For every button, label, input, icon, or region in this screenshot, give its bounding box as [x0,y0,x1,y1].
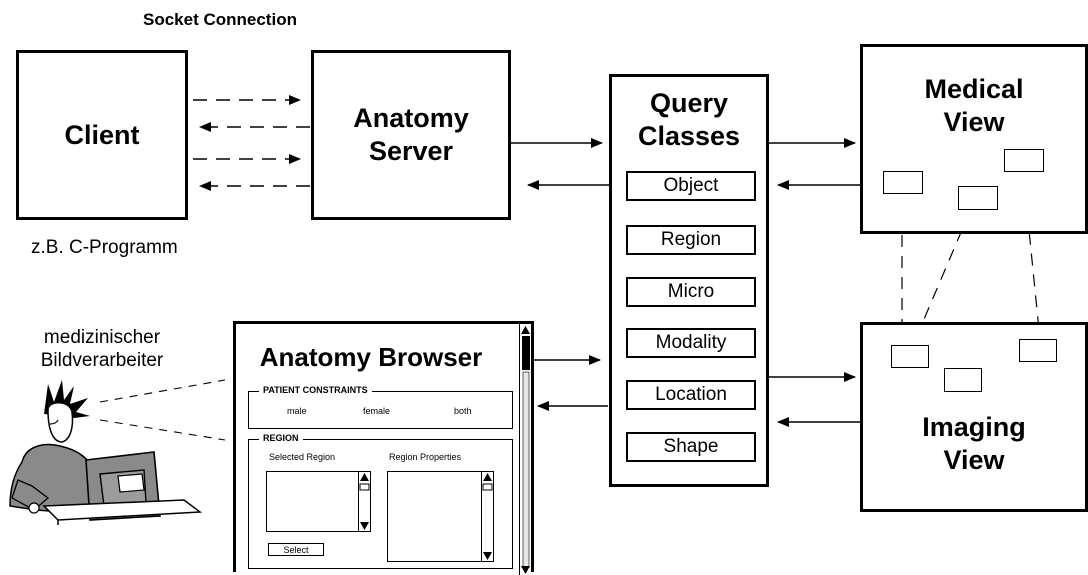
imaging-marker-3[interactable] [1019,339,1057,362]
medical-marker-3[interactable] [1004,149,1044,172]
anatomy-browser-window: Anatomy Browser PATIENT CONSTRAINTS male… [233,321,534,575]
user-label-line1: medizinischer [43,327,161,348]
client-box[interactable]: Client [16,50,188,220]
user-label-line2: Bildverarbeiter [40,350,164,371]
server-title-line2: Server [368,136,454,166]
query-item-shape[interactable]: Shape [626,432,756,462]
patient-constraints-group: PATIENT CONSTRAINTS male female both [248,385,513,429]
sight-line-1 [99,379,226,403]
region-properties-scrollbar[interactable] [481,472,493,561]
client-title: Client [64,119,140,150]
socket-connection-label: Socket Connection [143,10,297,29]
medical-title-line1: Medical [924,74,1024,104]
browser-scrollbar[interactable] [519,324,531,575]
imaging-marker-2[interactable] [944,368,982,392]
query-title-line2: Classes [637,121,741,151]
query-item-modality[interactable]: Modality [626,328,756,358]
medical-marker-2[interactable] [958,186,998,210]
selected-region-label: Selected Region [269,452,336,462]
query-item-object[interactable]: Object [626,171,756,201]
server-title-line1: Anatomy [353,103,469,133]
sight-line-2 [99,419,226,441]
query-item-micro[interactable]: Micro [626,277,756,307]
patient-constraints-label: PATIENT CONSTRAINTS [259,385,372,395]
medical-title-line2: View [943,107,1005,137]
query-title-line1: Query [649,88,729,118]
query-item-region[interactable]: Region [626,225,756,255]
option-female[interactable]: female [363,406,391,416]
region-properties-list[interactable] [387,471,494,562]
region-group: REGION Selected Region Region Properties [248,433,513,569]
client-caption: z.B. C-Programm [31,237,178,258]
selected-region-list[interactable] [266,471,371,532]
option-both[interactable]: both [454,406,472,416]
imaging-title-line1: Imaging [922,412,1026,442]
option-male[interactable]: male [287,406,307,416]
imaging-marker-1[interactable] [891,345,929,368]
region-properties-label: Region Properties [389,452,462,462]
user-at-computer-icon [9,380,203,525]
query-item-location[interactable]: Location [626,380,756,410]
region-label: REGION [259,433,303,443]
selected-region-scrollbar[interactable] [358,472,370,531]
browser-title: Anatomy Browser [259,342,483,372]
imaging-title-line2: View [943,445,1005,475]
anatomy-server-box[interactable]: Anatomy Server [311,50,511,220]
select-button[interactable]: Select [268,543,324,556]
medical-marker-1[interactable] [883,171,923,194]
